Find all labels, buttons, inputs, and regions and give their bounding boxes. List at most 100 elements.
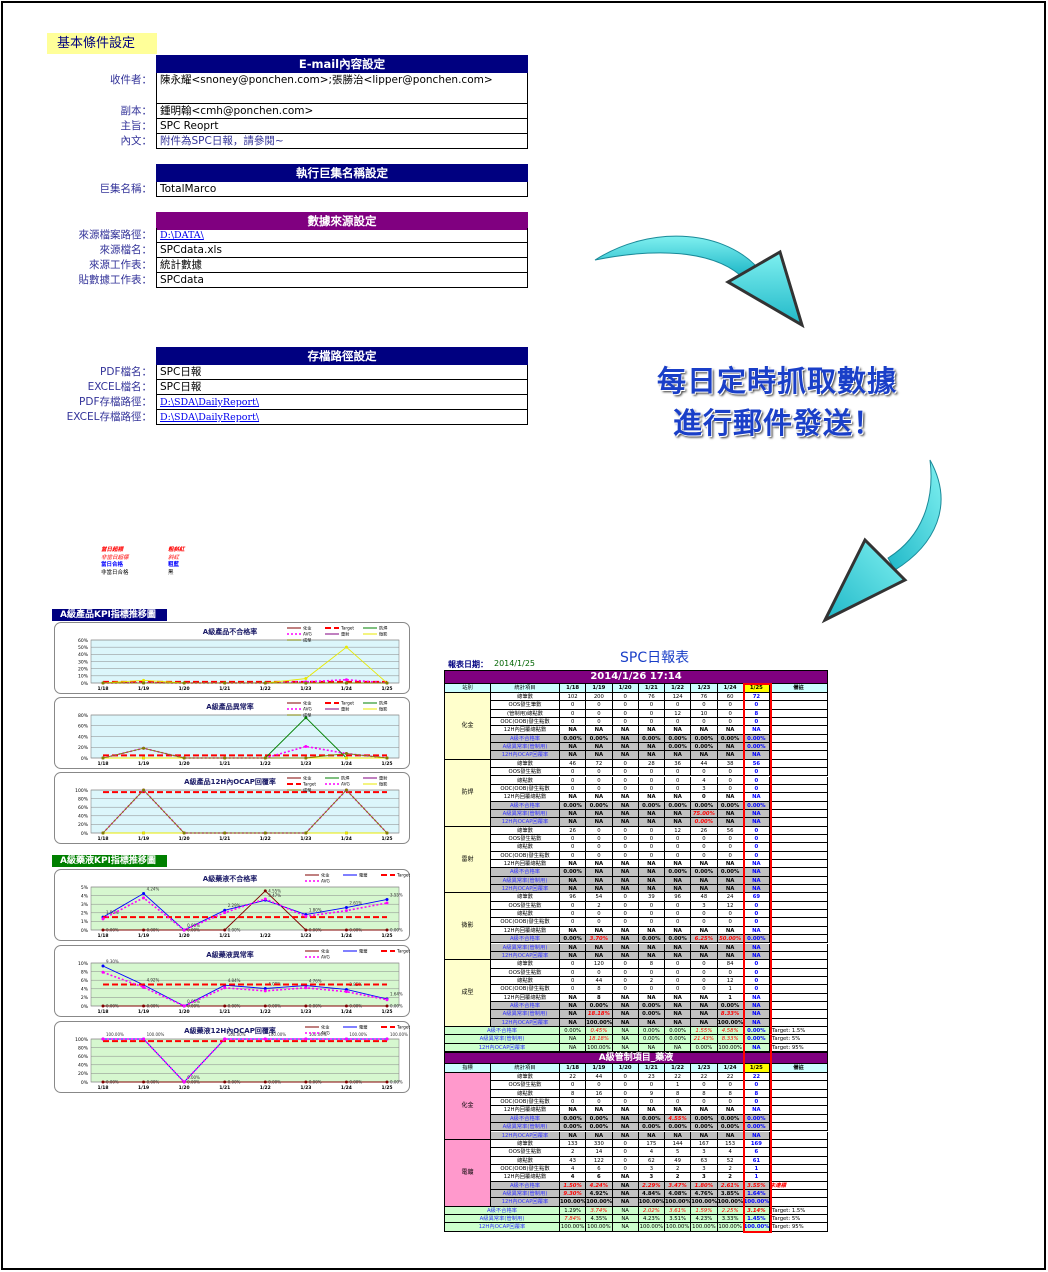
table-header-cell: 1/23	[691, 684, 718, 693]
source-sheet-field[interactable]: 統計數據	[156, 258, 528, 273]
data-cell: 0	[560, 985, 587, 994]
data-cell: 2	[665, 1173, 692, 1182]
to-field[interactable]: 陳永耀<snoney@ponchen.com>;張勝治<lipper@ponch…	[156, 73, 528, 104]
x-tick-label: 1/19	[138, 1009, 149, 1015]
paste-sheet-field[interactable]: SPCdata	[156, 273, 528, 288]
table-header-cell: 統計項目	[491, 1064, 560, 1074]
remark-cell	[770, 1131, 828, 1140]
source-path-label: 來源檔案路徑：	[78, 229, 153, 241]
data-cell: 2	[560, 1148, 587, 1157]
x-tick-label: 1/20	[179, 1009, 190, 1015]
row-label: 12H內OCAP回覆率	[491, 1198, 560, 1207]
source-path-field[interactable]: D:\DATA\	[156, 228, 528, 243]
data-cell: 0	[560, 1081, 587, 1090]
data-cell: NA	[560, 751, 587, 760]
data-label: 1.64%	[390, 992, 403, 997]
remark-cell	[770, 801, 828, 810]
y-tick-label: 2%	[81, 995, 89, 1001]
data-label: 0.00%	[228, 928, 241, 933]
data-point	[101, 964, 105, 968]
pdf-name-field[interactable]: SPC日報	[156, 365, 528, 380]
summary-cell: 3.61%	[665, 1206, 692, 1215]
y-tick-label: 8%	[81, 969, 89, 975]
data-cell: 0.00%	[717, 801, 744, 810]
pdf-path-field[interactable]: D:\SDA\DailyReport\	[156, 395, 528, 410]
y-tick-label: 60%	[78, 805, 89, 811]
table-header-cell: 站別	[444, 684, 491, 693]
excel-path-field[interactable]: D:\SDA\DailyReport\	[156, 410, 528, 425]
x-tick-label: 1/25	[381, 1009, 392, 1015]
data-cell: 76	[691, 693, 718, 702]
data-cell: NA	[743, 951, 770, 961]
data-cell: 0	[665, 784, 692, 794]
remark-cell	[770, 759, 828, 769]
data-cell: 4	[560, 1164, 587, 1174]
data-cell: 0	[586, 1081, 613, 1090]
x-tick-label: 1/21	[219, 686, 230, 692]
data-cell: NA	[743, 1131, 770, 1140]
data-cell: NA	[638, 818, 665, 827]
legend-label: 成型	[303, 787, 311, 794]
plot-area	[90, 1038, 400, 1083]
x-tick-label: 1/21	[219, 836, 230, 842]
data-cell: 100.00%	[586, 1198, 613, 1207]
data-cell: 0	[665, 918, 692, 927]
excel-name-field[interactable]: SPC日報	[156, 380, 528, 395]
data-cell: 0.00%	[743, 734, 770, 744]
data-point	[304, 1037, 308, 1041]
row-label: A級異常率(管制用)	[491, 809, 560, 819]
macro-name-field[interactable]: TotalMarco	[156, 182, 528, 197]
x-tick-label: 1/21	[219, 1009, 230, 1015]
body-field[interactable]: 附件為SPC日報，請參閱~	[156, 134, 528, 149]
data-cell: NA	[665, 943, 692, 952]
data-cell: 16	[586, 1089, 613, 1099]
y-tick-label: 4%	[81, 893, 89, 899]
data-point	[263, 831, 267, 835]
source-path-link[interactable]: D:\DATA\	[160, 230, 204, 241]
data-point	[263, 756, 267, 760]
legend-label: 防焊	[341, 775, 350, 782]
excel-path-link[interactable]: D:\SDA\DailyReport\	[160, 412, 260, 423]
source-file-field[interactable]: SPCdata.xls	[156, 243, 528, 258]
data-point	[142, 746, 146, 750]
data-point	[263, 986, 267, 990]
data-cell: 0	[612, 1089, 639, 1099]
data-cell: 0	[691, 910, 718, 919]
y-tick-label: 10%	[78, 674, 89, 680]
data-cell: 0	[638, 834, 665, 844]
data-cell: NA	[612, 943, 639, 952]
data-cell: 76	[638, 693, 665, 702]
data-cell: 0	[612, 985, 639, 994]
data-cell: NA	[612, 951, 639, 961]
data-cell: NA	[586, 793, 613, 802]
station-cell: 防焊	[444, 759, 491, 827]
summary-cell: 2.25%	[717, 1206, 744, 1215]
data-cell: NA	[612, 1123, 639, 1132]
legend-label: 雷射	[341, 631, 349, 638]
y-tick-label: 3%	[81, 902, 89, 908]
data-cell: 12	[665, 826, 692, 835]
pdf-path-link[interactable]: D:\SDA\DailyReport\	[160, 397, 260, 408]
data-label: 0.00%	[349, 1004, 362, 1009]
summary-cell: NA	[612, 1215, 639, 1224]
data-cell: 44	[586, 1073, 613, 1082]
data-cell: 0	[612, 693, 639, 702]
data-label: 2.61%	[349, 900, 362, 905]
row-label: 12H內OCAP回覆率	[491, 885, 560, 894]
data-cell: 0	[612, 960, 639, 969]
x-tick-label: 1/25	[381, 836, 392, 842]
y-tick-label: 40%	[78, 734, 89, 740]
subject-field[interactable]: SPC Reoprt	[156, 119, 528, 134]
data-cell: NA	[612, 818, 639, 827]
cc-field[interactable]: 鍾明翰<cmh@ponchen.com>	[156, 104, 528, 119]
station-cell: 化金	[444, 693, 491, 760]
data-cell: NA	[560, 951, 587, 961]
data-cell: NA	[743, 1106, 770, 1115]
data-cell: NA	[560, 1106, 587, 1115]
table-header-cell: 統計項目	[491, 684, 560, 693]
data-cell: 4.08%	[665, 1189, 692, 1199]
data-point	[142, 928, 146, 932]
